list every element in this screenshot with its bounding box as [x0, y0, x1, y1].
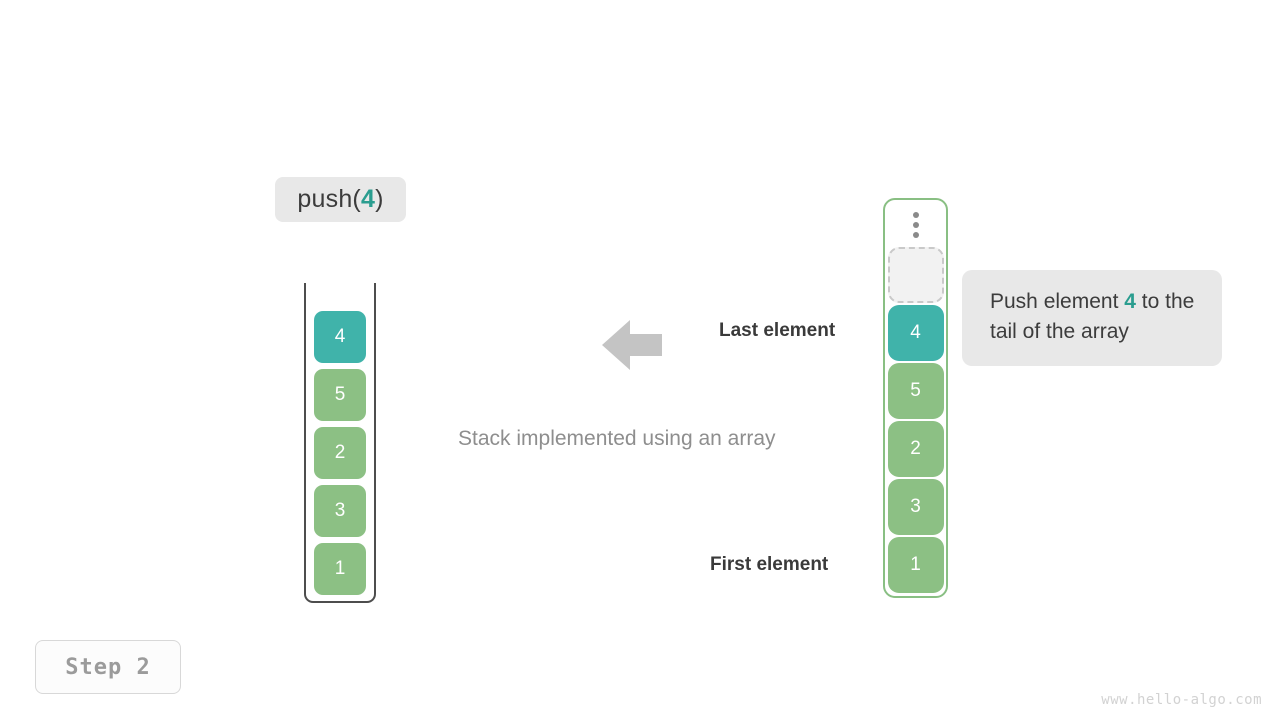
explanation-tooltip: Push element 4 to the tail of the array [962, 270, 1222, 366]
stack-cell: 2 [314, 427, 366, 479]
operation-label: push(4) [275, 177, 406, 222]
operation-suffix: ) [375, 185, 384, 213]
array-visualization: 4 5 2 3 1 [883, 198, 948, 598]
left-arrow-icon [602, 318, 662, 372]
last-element-label: Last element [719, 320, 836, 341]
array-cell: 3 [887, 479, 944, 535]
stack-cell: 3 [314, 485, 366, 537]
first-element-label: First element [710, 554, 829, 575]
vertical-ellipsis-icon [912, 212, 919, 238]
stack-visualization: 4 5 2 3 1 [304, 283, 376, 603]
array-cell: 1 [887, 537, 944, 593]
array-cell: 2 [887, 421, 944, 477]
step-badge: Step 2 [35, 640, 181, 694]
array-cell-list: 4 5 2 3 1 [883, 198, 948, 598]
watermark: www.hello-algo.com [1101, 692, 1262, 708]
stack-cell: 1 [314, 543, 366, 595]
stack-cell-list: 4 5 2 3 1 [304, 283, 376, 603]
tooltip-text-before: Push element [990, 290, 1125, 313]
diagram-caption: Stack implemented using an array [458, 427, 776, 450]
array-cell: 4 [887, 305, 944, 361]
tooltip-argument: 4 [1124, 290, 1136, 313]
array-cell: 5 [887, 363, 944, 419]
array-empty-slot [887, 247, 944, 303]
stack-cell: 4 [314, 311, 366, 363]
stack-cell: 5 [314, 369, 366, 421]
operation-prefix: push( [297, 185, 361, 213]
tooltip-text-after: to the tail of the array [990, 290, 1195, 343]
operation-argument: 4 [360, 185, 376, 213]
